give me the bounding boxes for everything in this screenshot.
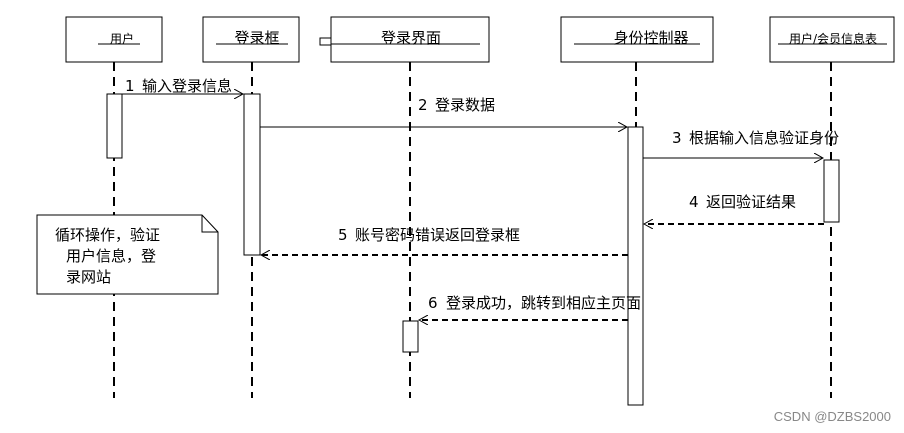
- message-3: 3 根据输入信息验证身份: [643, 129, 839, 158]
- message-5-text: 账号密码错误返回登录框: [355, 226, 520, 244]
- message-3-text: 根据输入信息验证身份: [689, 129, 839, 147]
- activation-login-box: [243, 93, 261, 256]
- message-5-num: 5: [338, 226, 348, 244]
- activation-login-ui: [402, 320, 419, 353]
- message-2-num: 2: [418, 96, 428, 114]
- participant-user-table-label: 用户/会员信息表: [789, 31, 877, 46]
- loop-note-line-3: 录网站: [66, 268, 111, 286]
- message-1: 1 输入登录信息: [122, 77, 243, 95]
- message-3-num: 3: [672, 129, 682, 147]
- activation-auth-controller: [627, 126, 644, 406]
- participant-user: 用户: [65, 16, 163, 63]
- participant-auth-controller: 身份控制器: [560, 16, 714, 63]
- participant-user-table: 用户/会员信息表: [769, 16, 895, 63]
- loop-note-line-1: 循环操作，验证: [55, 226, 160, 244]
- message-2-text: 登录数据: [435, 96, 495, 114]
- activations: [106, 93, 840, 406]
- activation-user: [106, 93, 123, 159]
- message-6-text: 登录成功，跳转到相应主页面: [446, 294, 641, 312]
- message-1-num: 1: [125, 77, 135, 95]
- message-5: 5 账号密码错误返回登录框: [261, 226, 628, 255]
- message-2: 2 登录数据: [260, 96, 627, 127]
- message-6: 6 登录成功，跳转到相应主页面: [419, 294, 641, 320]
- participant-login-ui-label: 登录界面: [381, 29, 441, 47]
- message-4-text: 返回验证结果: [706, 193, 796, 211]
- participant-auth-controller-label: 身份控制器: [613, 29, 688, 47]
- message-1-text: 输入登录信息: [142, 77, 232, 95]
- activation-user-table: [823, 159, 840, 223]
- participant-login-box-label: 登录框: [234, 29, 279, 47]
- message-4: 4 返回验证结果: [644, 193, 824, 224]
- loop-note: 循环操作，验证 用户信息，登 录网站: [36, 214, 219, 295]
- participant-login-ui: 登录界面: [319, 16, 490, 63]
- watermark: CSDN @DZBS2000: [774, 409, 891, 424]
- message-4-num: 4: [689, 193, 699, 211]
- loop-note-line-2: 用户信息，登: [66, 247, 156, 265]
- message-6-num: 6: [428, 294, 438, 312]
- participant-login-box: 登录框: [202, 16, 300, 63]
- participant-user-label: 用户: [110, 31, 134, 46]
